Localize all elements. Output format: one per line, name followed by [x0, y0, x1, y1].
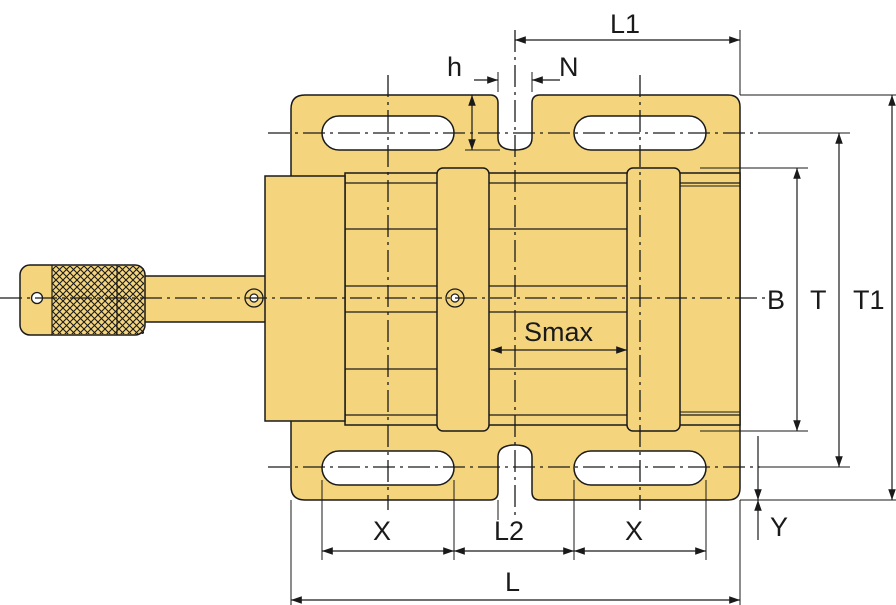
- label-X-right: X: [625, 516, 643, 546]
- extension-lines: [290, 30, 896, 605]
- center-lines: [0, 30, 765, 520]
- fixed-jaw: [626, 167, 681, 432]
- label-T: T: [810, 285, 827, 315]
- label-L: L: [505, 567, 520, 597]
- label-T1: T1: [853, 285, 885, 315]
- label-B: B: [767, 285, 785, 315]
- label-h: h: [447, 52, 462, 82]
- label-L2: L2: [494, 516, 524, 546]
- label-N: N: [559, 52, 579, 82]
- knurl-pattern: [52, 266, 144, 334]
- dimension-lines: [291, 36, 896, 604]
- label-Y: Y: [770, 512, 788, 542]
- label-X-left: X: [373, 516, 391, 546]
- label-Smax: Smax: [524, 317, 594, 347]
- label-L1: L1: [610, 9, 640, 39]
